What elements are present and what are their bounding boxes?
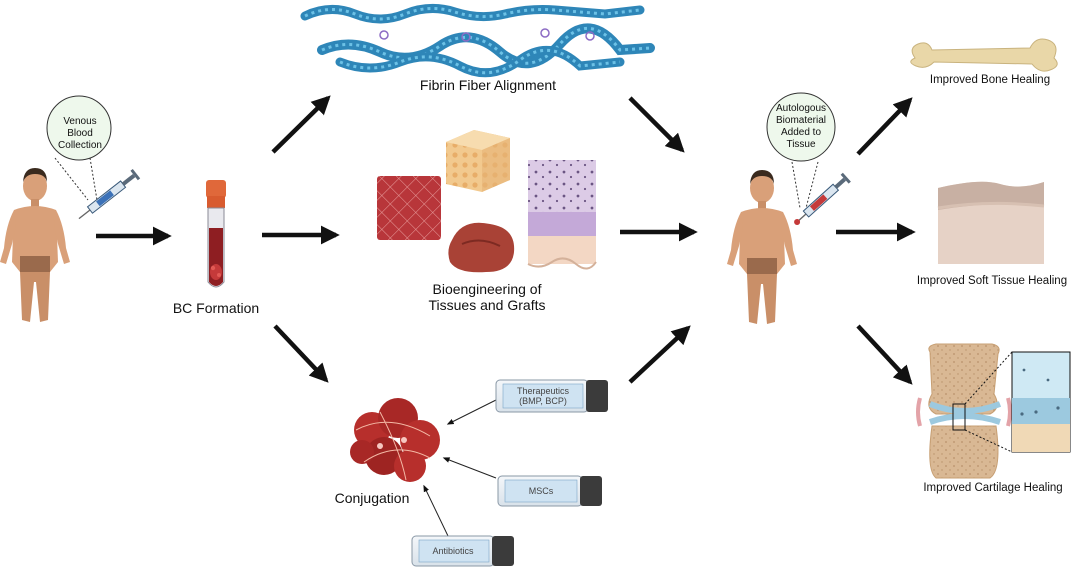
mscs-vial	[497, 475, 602, 507]
mscs-label: MSCs	[528, 486, 554, 496]
bioengineering-label: Bioengineering of Tissues and Grafts	[428, 281, 546, 313]
arrow-to-fibrin	[271, 95, 331, 154]
fibrin-fiber-label: Fibrin Fiber Alignment	[419, 77, 557, 93]
arrow-mscs	[442, 457, 497, 479]
sponge-scaffold-icon	[446, 130, 510, 192]
antibiotics-vial	[411, 535, 514, 567]
arrow-antibiotics	[423, 484, 449, 537]
fibrin-fibers-icon	[300, 4, 655, 78]
soft-tissue-healing-label: Improved Soft Tissue Healing	[916, 275, 1068, 287]
therapeutics-vial	[495, 379, 608, 413]
tissue-lump-icon	[448, 222, 515, 273]
antibiotics-label: Antibiotics	[432, 546, 474, 556]
skin-layers-icon	[527, 160, 597, 270]
mesh-graft-icon	[377, 176, 441, 240]
cartilage-healing-label: Improved Cartilage Healing	[923, 482, 1063, 494]
arrow-fibrin-to-patient	[628, 96, 685, 153]
donor-person-icon	[0, 168, 70, 322]
venous-bubble	[46, 95, 112, 201]
cartilage-zoom-inset	[1011, 351, 1071, 453]
soft-tissue-icon	[937, 181, 1045, 264]
arrow-to-bone	[856, 97, 913, 156]
venous-blood-label: Venous Blood Collection	[58, 116, 102, 151]
conjugated-clot-icon	[350, 398, 440, 482]
injection-syringe-icon	[794, 172, 851, 226]
bone-icon	[910, 38, 1058, 72]
patient-person-icon	[727, 170, 797, 324]
therapeutics-label: Therapeutics (BMP, BCP)	[516, 386, 570, 406]
autologous-label: Autologous Biomaterial Added to Tissue	[775, 103, 827, 150]
blood-tube-icon	[206, 180, 226, 288]
arrow-conj-to-patient	[628, 325, 691, 384]
arrow-to-conjugation	[273, 324, 329, 383]
conjugation-label: Conjugation	[334, 490, 410, 506]
autologous-bubble	[766, 92, 836, 209]
joint-icon	[916, 343, 1013, 479]
bone-healing-label: Improved Bone Healing	[929, 74, 1051, 86]
arrow-therapeutics	[446, 399, 497, 425]
arrow-to-cartilage	[856, 324, 913, 385]
syringe-icon	[78, 168, 141, 220]
bc-formation-label: BC Formation	[172, 300, 260, 316]
